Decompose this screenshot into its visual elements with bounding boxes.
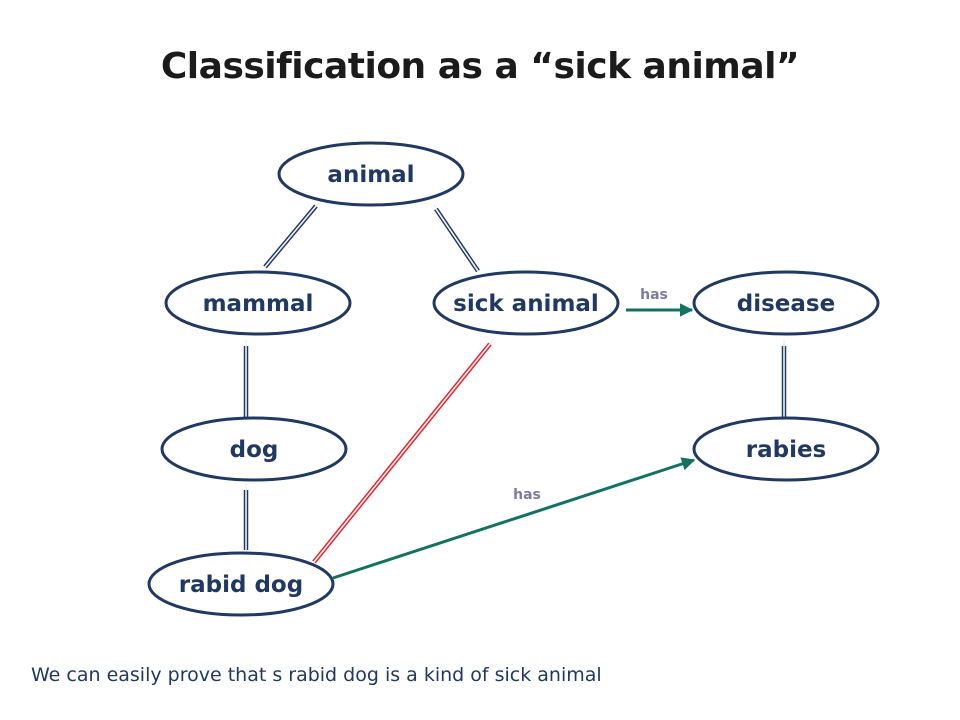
- isa-arrow-sick-animal-animal: [433, 204, 480, 273]
- caption-text: We can easily prove that s rabid dog is …: [31, 664, 602, 686]
- has-arrow-rabid-dog-rabies: [332, 457, 696, 580]
- inferred-isa-arrow-rabid-dog-sick-animal: [312, 338, 495, 564]
- page-title: Classification as a “sick animal”: [160, 46, 800, 87]
- node-label-sick-animal: sick animal: [453, 291, 599, 317]
- node-label-dog: dog: [230, 437, 279, 463]
- node-mammal: mammal: [164, 270, 352, 336]
- node-animal: animal: [277, 141, 465, 207]
- isa-arrow-mammal-animal: [263, 202, 320, 269]
- node-label-rabies: rabies: [746, 437, 827, 463]
- edge-label-has-bottom: has: [513, 487, 541, 503]
- node-dog: dog: [160, 416, 348, 482]
- node-label-mammal: mammal: [203, 291, 314, 317]
- node-sick-animal: sick animal: [432, 270, 620, 336]
- node-disease: disease: [692, 270, 880, 336]
- node-label-disease: disease: [737, 291, 835, 317]
- node-label-animal: animal: [327, 162, 414, 188]
- edge-label-has-top: has: [640, 287, 668, 303]
- node-rabies: rabies: [692, 416, 880, 482]
- node-rabid-dog: rabid dog: [147, 551, 335, 617]
- node-label-rabid-dog: rabid dog: [179, 572, 303, 598]
